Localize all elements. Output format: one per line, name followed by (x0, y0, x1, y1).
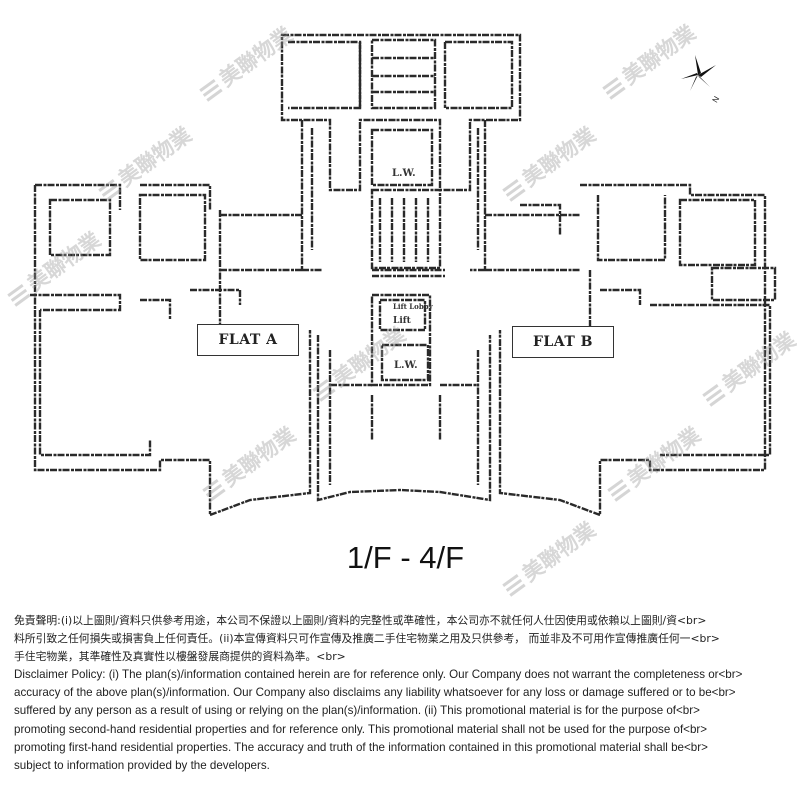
disclaimer-zh-line: 手住宅物業，其準確性及真實性以樓盤發展商提供的資料為準。<br> (14, 650, 346, 664)
watermark-logo-icon (5, 281, 32, 307)
watermark-logo-icon (605, 476, 632, 502)
watermark: 美聯物業 (496, 119, 601, 207)
disclaimer: 免責聲明:(i)以上圖則/資料只供參考用途，本公司不保證以上圖則/資料的完整性或… (14, 612, 800, 775)
disclaimer-en-line: accuracy of the above plan(s)/informatio… (14, 686, 736, 700)
watermark: 美聯物業 (193, 19, 298, 107)
watermark: 美聯物業 (306, 319, 411, 407)
lw-upper-label: L.W. (392, 168, 416, 179)
flat-b-label: FLAT B (512, 326, 614, 358)
north-arrow-icon (681, 55, 716, 91)
watermark: 美聯物業 (596, 17, 701, 105)
watermark-logo-icon (500, 571, 527, 597)
watermark-logo-icon (600, 74, 627, 100)
lift-label: Lift (393, 316, 411, 326)
disclaimer-zh-line: 免責聲明:(i)以上圖則/資料只供參考用途，本公司不保證以上圖則/資料的完整性或… (14, 614, 707, 627)
lift-lobby-label: Lift Lobby (393, 302, 433, 311)
watermark: 美聯物業 (496, 514, 601, 602)
watermark-logo-icon (500, 176, 527, 202)
disclaimer-en-line: suffered by any person as a result of us… (14, 704, 700, 718)
disclaimer-en-line: promoting first-hand residential propert… (14, 740, 708, 754)
watermark-logo-icon (200, 476, 227, 502)
floor-range-label: 1/F - 4/F (346, 540, 465, 575)
watermark-logo-icon (700, 381, 727, 407)
watermark-logo-icon (197, 76, 224, 102)
watermark: 美聯物業 (1, 224, 106, 312)
watermark-logo-icon (310, 376, 337, 402)
watermark: 美聯物業 (601, 419, 706, 507)
lw-lower-label: L.W. (394, 360, 418, 371)
watermark: 美聯物業 (196, 419, 301, 507)
floor-plan: FLAT A FLAT B L.W. Lift Lobby Lift L.W. … (1, 17, 801, 602)
disclaimer-en-line: subject to information provided by the d… (14, 758, 270, 772)
watermark-logo-icon (96, 176, 123, 202)
watermark: 美聯物業 (696, 324, 801, 412)
floor-plan-drawing (30, 33, 777, 517)
compass: N (676, 55, 726, 114)
disclaimer-zh-line: 料所引致之任何損失或損害負上任何責任。(ii)本宣傳資料只可作宣傳及推廣二手住宅… (14, 632, 720, 646)
disclaimer-en-line: Disclaimer Policy: (i) The plan(s)/infor… (14, 668, 743, 682)
watermark: 美聯物業 (92, 119, 197, 207)
flat-a-label: FLAT A (197, 324, 299, 356)
disclaimer-en-line: promoting second-hand residential proper… (14, 722, 708, 736)
